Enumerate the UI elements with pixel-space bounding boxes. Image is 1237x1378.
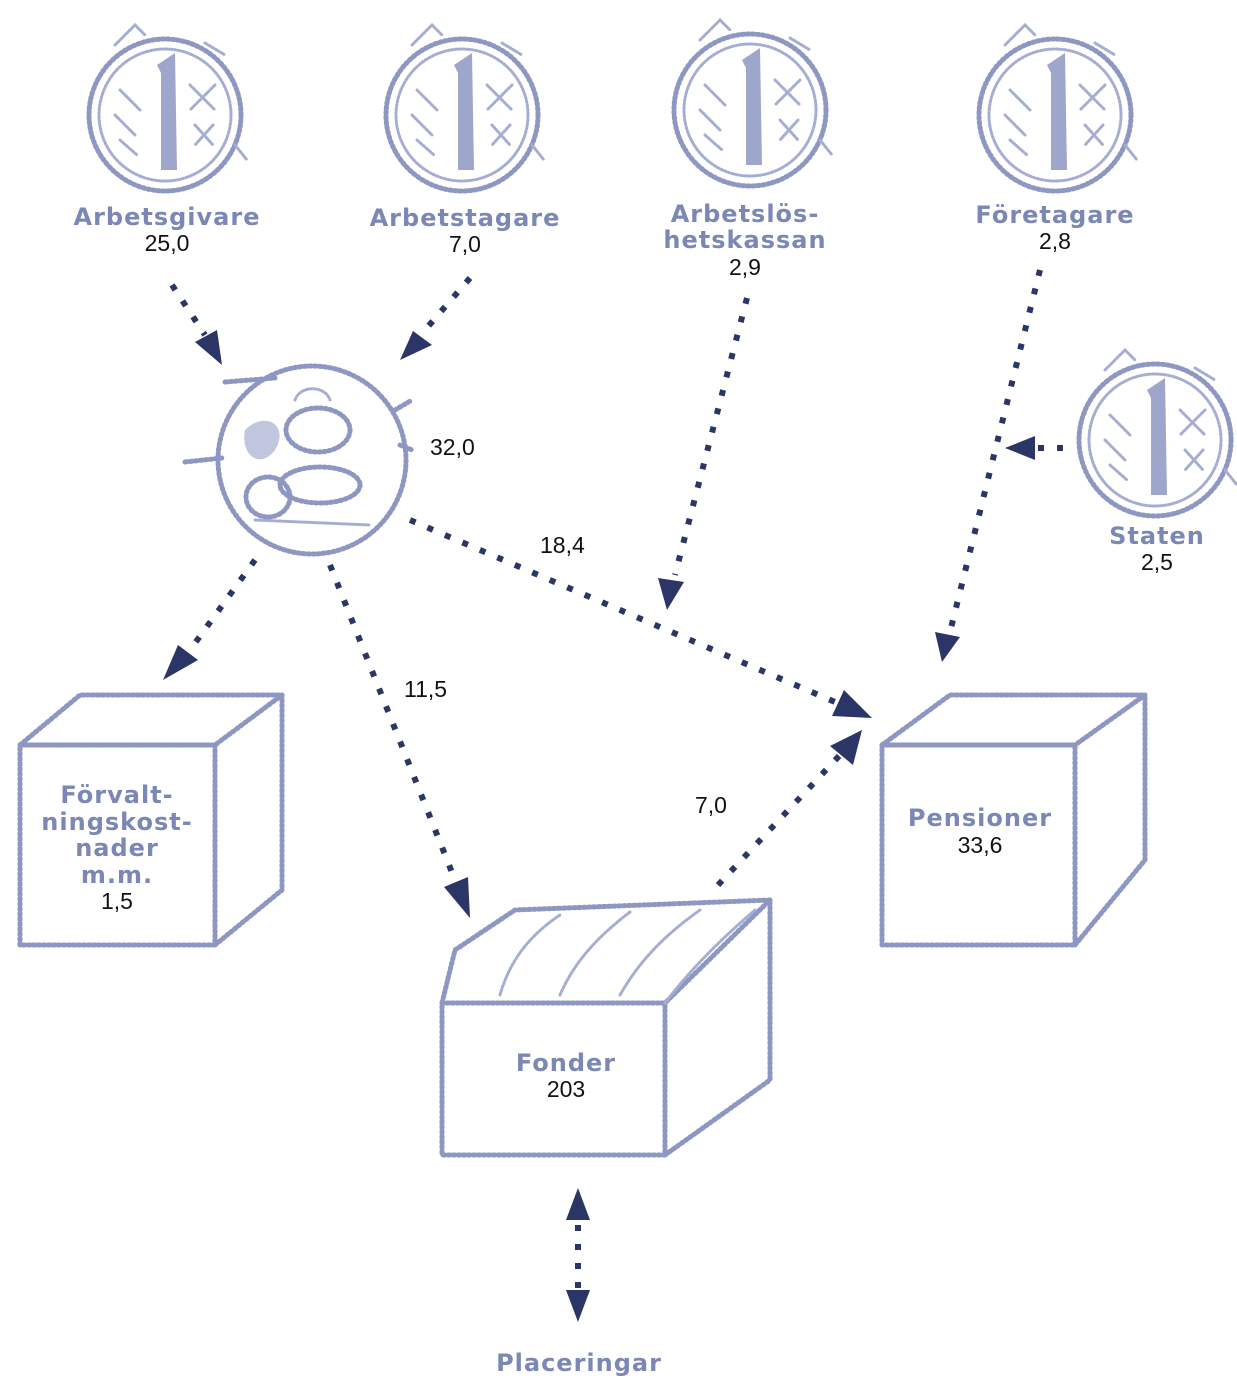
fonder-value: 203	[547, 1076, 585, 1102]
staten-coin-icon	[1079, 350, 1237, 516]
forvaltning-box	[17, 692, 285, 948]
arrow-fonder-placeringar-bidirectional	[566, 1188, 590, 1322]
arrow-foretagare-to-pensioner	[935, 269, 1043, 662]
foretagare-label: Företagare	[975, 201, 1134, 229]
forvaltning-label-line4: m.m.	[81, 861, 153, 889]
arrow-pool-to-fonder	[327, 563, 470, 918]
arrow-arbetsloshetskassan-to-pensioner	[658, 297, 750, 610]
flow-to-pensioner-value: 18,4	[540, 532, 585, 558]
arrow-fonder-to-pensioner	[715, 730, 862, 888]
flow-fonder-to-pensioner-value: 7,0	[695, 792, 727, 818]
forvaltning-label-line3: nader	[75, 834, 159, 862]
arbetsloshetskassan-label-line2: hetskassan	[663, 226, 826, 254]
arrow-pool-to-pensioner	[408, 517, 872, 718]
staten-value: 2,5	[1141, 549, 1173, 575]
foretagare-coin-icon	[979, 25, 1137, 191]
pensioner-value: 33,6	[958, 832, 1003, 858]
staten-label: Staten	[1109, 522, 1205, 550]
arbetsgivare-label: Arbetsgivare	[74, 203, 261, 231]
coins-pile-icon	[182, 363, 415, 557]
arbetsloshetskassan-label-line1: Arbetslös-	[671, 200, 820, 228]
arbetsgivare-value: 25,0	[145, 230, 190, 256]
arbetstagare-value: 7,0	[449, 231, 481, 257]
forvaltning-value: 1,5	[101, 888, 133, 914]
fonder-label: Fonder	[516, 1049, 616, 1077]
forvaltning-label-line1: Förvalt-	[60, 781, 173, 809]
pensioner-label: Pensioner	[908, 804, 1052, 832]
arrow-pool-to-forvaltning	[163, 558, 258, 680]
arbetsloshetskassan-value: 2,9	[729, 254, 761, 280]
arrow-arbetsgivare-to-pool	[169, 283, 222, 365]
arbetstagare-coin-icon	[386, 25, 544, 191]
placeringar-label: Placeringar	[496, 1349, 662, 1377]
pool-value: 32,0	[430, 434, 475, 460]
forvaltning-label-line2: ningskost-	[41, 808, 192, 836]
arrow-staten-to-foretagare-line	[1005, 436, 1063, 460]
foretagare-value: 2,8	[1039, 228, 1071, 254]
pensioner-box	[879, 692, 1148, 948]
arbetstagare-label: Arbetstagare	[370, 204, 561, 232]
arrow-arbetstagare-to-pool	[400, 276, 473, 360]
arbetsloshetskassan-coin-icon	[674, 20, 832, 186]
fonder-box	[439, 897, 773, 1158]
flow-to-fonder-value: 11,5	[404, 676, 447, 702]
arbetsgivare-coin-icon	[89, 25, 247, 191]
